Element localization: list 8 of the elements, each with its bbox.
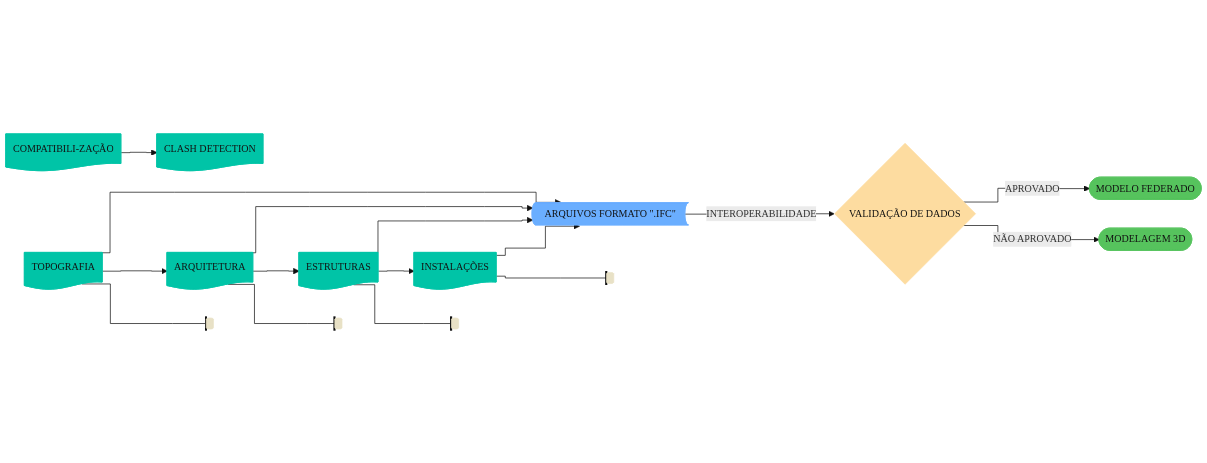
edge-label: APROVADO: [1005, 182, 1060, 194]
node-cylinder: [205, 317, 214, 330]
node-cylinder: [606, 272, 615, 284]
node-cylinder: [451, 317, 459, 330]
edge-label: NÃO APROVADO: [993, 233, 1072, 245]
node-cylinder: [334, 317, 343, 330]
node-diamond: VALIDAÇÃO DE DADOS: [834, 142, 976, 285]
edge-label: INTEROPERABILIDADE: [706, 208, 817, 220]
